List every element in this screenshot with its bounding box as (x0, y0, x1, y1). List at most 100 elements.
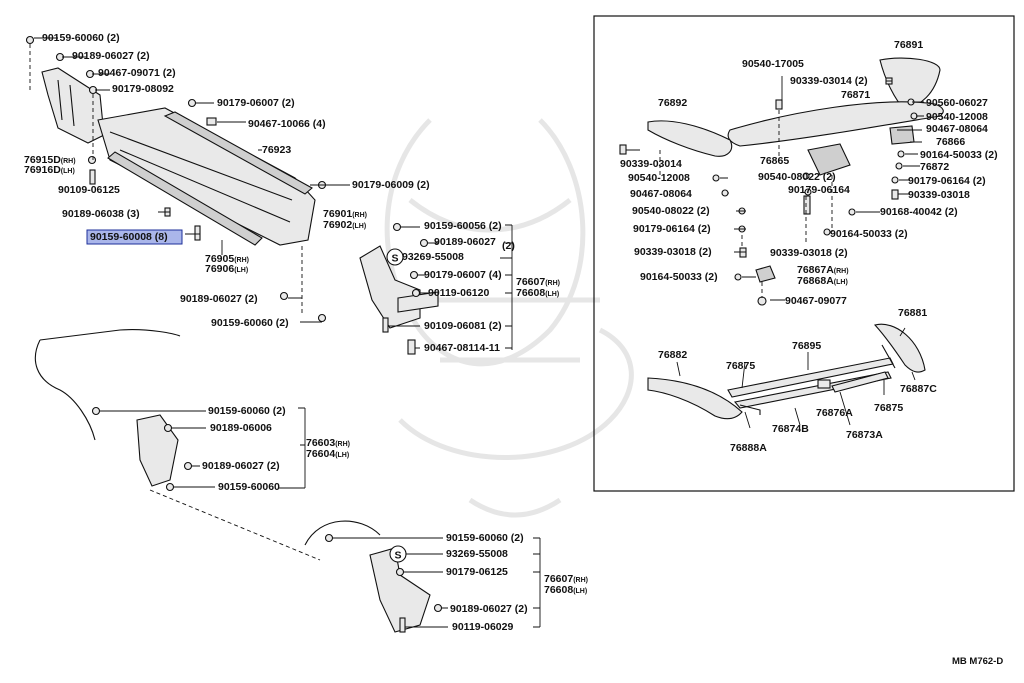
part-number-label[interactable]: 76875 (726, 360, 755, 372)
part-number-label[interactable]: 90467-10066 (4) (248, 118, 326, 130)
part-symbols: SS (392, 253, 402, 562)
part-number-label[interactable]: 90159-60060 (2) (42, 32, 120, 44)
part-number-label[interactable]: 76873A (846, 429, 883, 441)
part-number-label[interactable]: 90164-50033 (2) (830, 228, 908, 240)
part-number-text: 90179-06164 (2) (908, 175, 986, 187)
part-number-text: 76887C (900, 383, 937, 395)
side-suffix: (RH) (335, 441, 350, 448)
part-number-text: 76874B (772, 423, 809, 435)
part-number-label[interactable]: 90159-60060 (2) (208, 405, 286, 417)
part-number-label[interactable]: 76603(RH) (306, 437, 350, 449)
part-number-label[interactable]: (2) (502, 240, 515, 252)
part-number-label[interactable]: 76902(LH) (323, 219, 366, 231)
part-number-label[interactable]: 93269-55008 (402, 251, 464, 263)
part-number-label[interactable]: 90164-50033 (2) (920, 149, 998, 161)
part-number-label[interactable]: 76901(RH) (323, 208, 367, 220)
part-number-label[interactable]: 76867A(RH) (797, 264, 849, 276)
part-number-label[interactable]: 90109-06125 (58, 184, 120, 196)
part-number-label[interactable]: 76882 (658, 349, 687, 361)
part-number-text: 76923 (262, 144, 291, 156)
part-number-label[interactable]: 90339-03018 (908, 189, 970, 201)
part-number-label[interactable]: 90119-06120 (428, 287, 489, 299)
part-number-label[interactable]: 76895 (792, 340, 821, 352)
part-number-label[interactable]: 90540-12008 (628, 172, 690, 184)
part-number-label[interactable]: 90339-03018 (2) (770, 247, 848, 259)
part-number-label[interactable]: 90189-06027 (2) (450, 603, 528, 615)
part-number-label[interactable]: 90339-03014 (620, 158, 682, 170)
part-number-label[interactable]: 90189-06027 (2) (72, 50, 150, 62)
part-number-label[interactable]: 76905(RH) (205, 253, 249, 265)
part-number-label[interactable]: 90467-08114-11 (424, 342, 500, 354)
part-number-label[interactable]: 90467-09071 (2) (98, 67, 176, 79)
part-number-label[interactable]: 90339-03014 (2) (790, 75, 868, 87)
part-number-label[interactable]: 90540-12008 (926, 111, 988, 123)
part-number-label[interactable]: 90467-08064 (926, 123, 988, 135)
part-number-label[interactable]: 76888A (730, 442, 767, 454)
part-number-label[interactable]: 76906(LH) (205, 263, 248, 275)
part-number-label[interactable]: 76874B (772, 423, 809, 435)
part-number-label[interactable]: 90179-06164 (2) (908, 175, 986, 187)
part-number-label[interactable]: 76604(LH) (306, 448, 349, 460)
part-number-text: 90467-08114-11 (424, 342, 500, 354)
part-number-label[interactable]: 90179-06009 (2) (352, 179, 430, 191)
part-number-label[interactable]: 76876A (816, 407, 853, 419)
part-number-label[interactable]: 76866 (936, 136, 965, 148)
part-number-label[interactable]: 90109-06081 (2) (424, 320, 502, 332)
part-number-text: 90159-60008 (8) (90, 231, 168, 243)
part-number-label[interactable]: 90179-06164 (788, 184, 850, 196)
part-number-label[interactable]: 90159-60060 (2) (446, 532, 524, 544)
part-number-label[interactable]: 90560-06027 (926, 97, 988, 109)
part-number-label[interactable]: 76607(RH) (544, 573, 588, 585)
part-number-label[interactable]: 76915D(RH) (24, 154, 76, 166)
part-number-label[interactable]: 90179-06125 (446, 566, 508, 578)
part-number-label[interactable]: 90189-06027 (434, 236, 496, 248)
part-number-label[interactable]: 76887C (900, 383, 937, 395)
part-number-label[interactable]: 90179-08092 (112, 83, 174, 95)
part-number-text: 90540-08022 (2) (758, 171, 836, 183)
part-number-text: 76895 (792, 340, 821, 352)
rear-mudguard-lower-illustration (304, 520, 541, 633)
part-number-label[interactable]: 76881 (898, 307, 927, 319)
part-number-label[interactable]: 76916D(LH) (24, 164, 75, 176)
part-number-label[interactable]: 90540-08022 (2) (632, 205, 710, 217)
part-number-label[interactable]: 90540-08022 (2) (758, 171, 836, 183)
part-number-label[interactable]: 76865 (760, 155, 789, 167)
part-number-label[interactable]: 76872 (920, 161, 949, 173)
part-number-label[interactable]: 90168-40042 (2) (880, 206, 958, 218)
part-number-label[interactable]: 90467-09077 (785, 295, 847, 307)
part-number-text: 76876A (816, 407, 853, 419)
part-number-label[interactable]: 76892 (658, 97, 687, 109)
part-number-label[interactable]: 90189-06027 (2) (202, 460, 280, 472)
part-number-text: 90179-06009 (2) (352, 179, 430, 191)
part-number-labels: 90159-60060 (2) 90189-06027 (2) 90467-0907… (24, 32, 998, 633)
part-number-label[interactable]: 76923 (262, 144, 291, 156)
part-number-text: 90189-06027 (434, 236, 496, 248)
part-number-label[interactable]: 90159-60060 (218, 481, 280, 493)
part-number-label[interactable]: 90189-06038 (3) (62, 208, 140, 220)
part-number-label[interactable]: 76608(LH) (516, 287, 559, 299)
standard-part-symbol: S (392, 253, 399, 265)
part-number-label[interactable]: 76871 (841, 89, 870, 101)
part-number-label[interactable]: 76868A(LH) (797, 275, 848, 287)
part-number-label[interactable]: 90339-03018 (2) (634, 246, 712, 258)
part-number-label[interactable]: 90179-06164 (2) (633, 223, 711, 235)
part-number-label[interactable]: 90119-06029 (452, 621, 513, 633)
side-suffix: (LH) (335, 452, 349, 459)
part-number-label[interactable]: 90189-06006 (210, 422, 272, 434)
part-number-label[interactable]: 90189-06027 (2) (180, 293, 258, 305)
part-number-label[interactable]: 76607(RH) (516, 276, 560, 288)
part-number-text: 93269-55008 (446, 548, 508, 560)
part-number-label[interactable]: 76608(LH) (544, 584, 587, 596)
part-number-label[interactable]: 76891 (894, 39, 923, 51)
part-number-label[interactable]: 93269-55008 (446, 548, 508, 560)
part-number-label[interactable]: 90179-06007 (4) (424, 269, 502, 281)
part-number-label[interactable]: 90164-50033 (2) (640, 271, 718, 283)
part-number-label[interactable]: 90159-60056 (2) (424, 220, 502, 232)
part-number-label[interactable]: 90467-08064 (630, 188, 692, 200)
part-number-label[interactable]: 90540-17005 (742, 58, 804, 70)
part-number-label[interactable]: 90179-06007 (2) (217, 97, 295, 109)
part-number-text: 76915D (24, 154, 61, 166)
part-number-label[interactable]: 90159-60060 (2) (211, 317, 289, 329)
part-number-label-highlighted[interactable]: 90159-60008 (8) (90, 231, 168, 243)
part-number-label[interactable]: 76875 (874, 402, 903, 414)
